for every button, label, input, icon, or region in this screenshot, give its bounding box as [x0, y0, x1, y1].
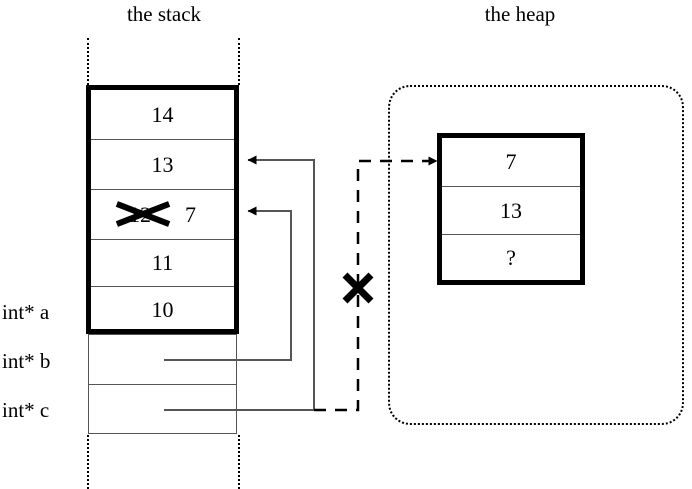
stack-rail-bottom-right: [238, 435, 240, 489]
stack-cell-2-old-value: 12: [129, 201, 151, 227]
heap-cell-1-value: 13: [500, 197, 522, 223]
invalidated-pointer-cross-icon: [342, 272, 374, 304]
heap-cell-1: 13: [442, 186, 580, 234]
stack-cell-1-value: 13: [151, 151, 174, 177]
heap-block: 7 13 ?: [437, 133, 585, 285]
stack-cell-0: 14: [91, 90, 234, 139]
stack-cell-1: 13: [91, 139, 234, 189]
stack-pointer-cell-c: [89, 384, 236, 433]
heap-title: the heap: [484, 2, 556, 26]
stack-cell-3-value: 11: [151, 250, 174, 275]
stack-rail-bottom-left: [87, 435, 89, 489]
pointer-label-b: int* b: [2, 349, 51, 373]
pointer-label-a: int* a: [2, 300, 50, 324]
stack-pointer-frame: [88, 334, 237, 434]
stack-title: the stack: [126, 2, 202, 26]
stack-pointer-cell-b: [89, 335, 236, 384]
stack-cell-2-value: 7: [185, 201, 196, 227]
stack-cell-4-value: 10: [151, 297, 174, 322]
stack-cell-2-overwritten: 12: [129, 202, 151, 228]
stack-cell-0-value: 14: [151, 101, 174, 127]
stack-rail-top-left: [87, 38, 89, 85]
stack-cell-4: 10: [91, 286, 234, 333]
heap-cell-0-value: 7: [505, 149, 517, 174]
stack-frame: 14 13 12 7 11 10: [86, 85, 239, 334]
stack-cell-3: 11: [91, 239, 234, 286]
heap-cell-2: ?: [442, 234, 580, 280]
pointer-label-c: int* c: [2, 398, 50, 422]
heap-cell-2-value: ?: [506, 244, 516, 270]
stack-rail-top-right: [238, 38, 240, 85]
heap-cell-0: 7: [442, 138, 580, 186]
stack-cell-2: 12 7: [91, 189, 234, 239]
